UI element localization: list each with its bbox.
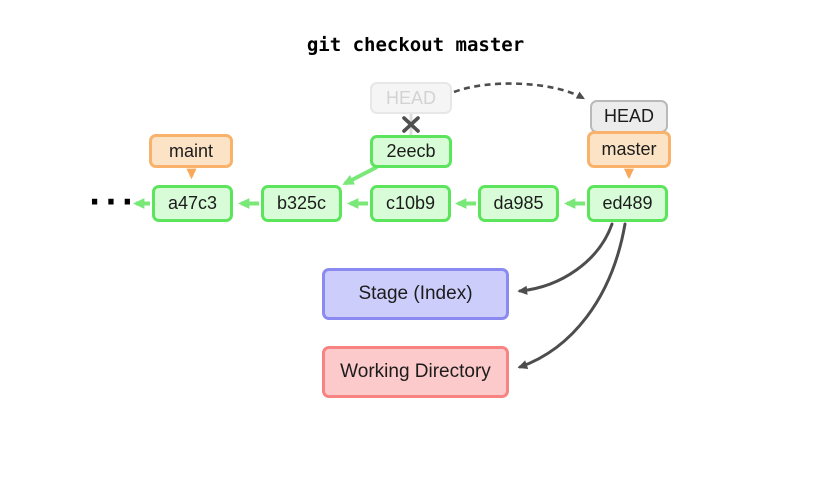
commit-2eecb: 2eecb xyxy=(370,135,452,168)
head-node: HEAD xyxy=(590,100,668,133)
diagram-title: git checkout master xyxy=(306,34,525,56)
head-move-arrow xyxy=(453,82,585,100)
broken-link-x-icon xyxy=(402,116,420,133)
arrow-ed489-working-directory xyxy=(517,222,627,369)
old-head-node: HEAD xyxy=(370,82,452,114)
commit-c10b9: c10b9 xyxy=(370,185,451,222)
commit-ed489: ed489 xyxy=(587,185,668,222)
arrow-2eecb-b325c xyxy=(342,165,378,186)
branch-master: master xyxy=(587,131,671,168)
commit-b325c: b325c xyxy=(261,185,342,222)
arrow-ed489-stage xyxy=(517,222,614,295)
commit-da985: da985 xyxy=(478,185,559,222)
history-ellipsis: ··· xyxy=(88,185,139,220)
stage-index-box: Stage (Index) xyxy=(322,268,509,320)
working-directory-box: Working Directory xyxy=(322,346,509,398)
branch-maint: maint xyxy=(149,134,233,168)
commit-a47c3: a47c3 xyxy=(152,185,233,222)
